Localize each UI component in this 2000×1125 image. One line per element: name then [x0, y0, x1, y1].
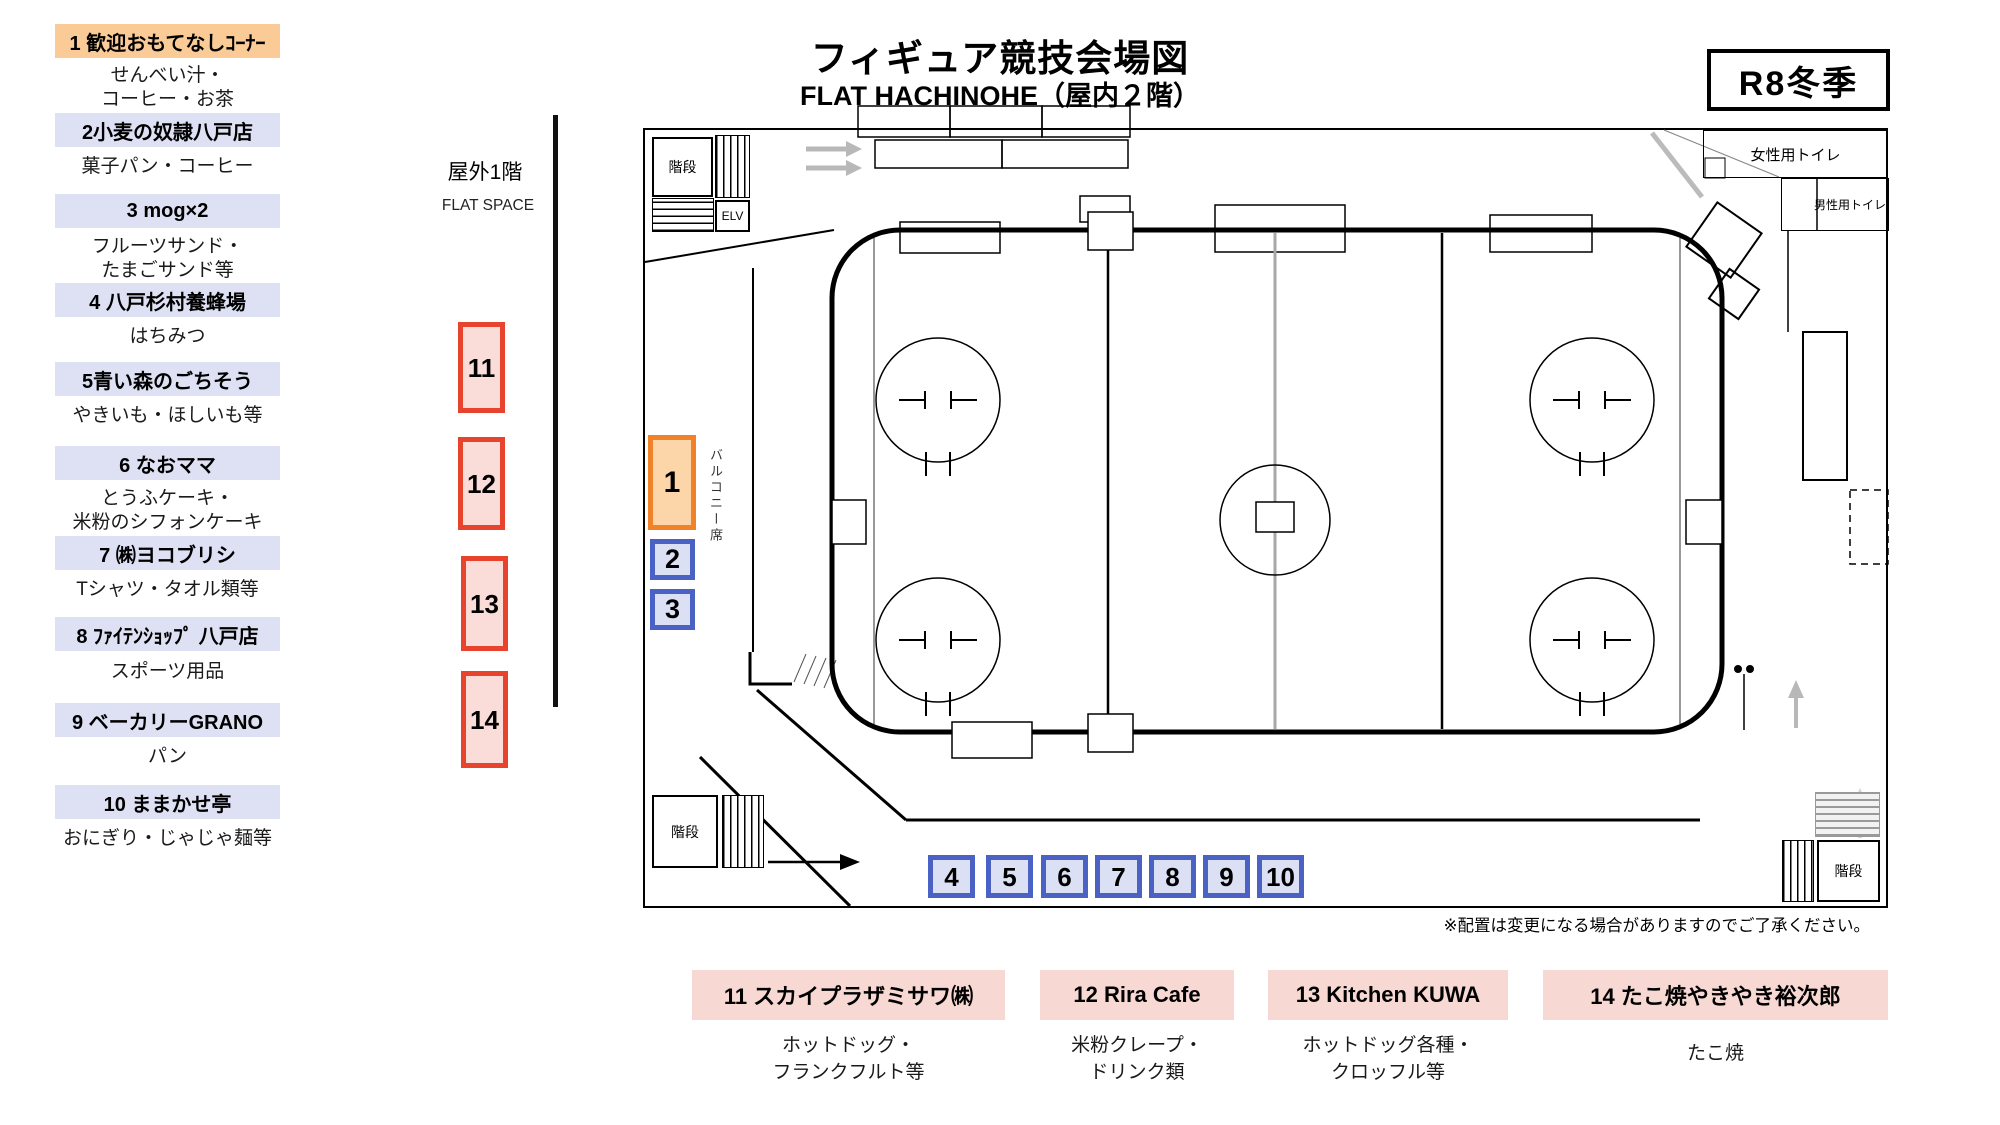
booth-6: 6	[1041, 855, 1088, 898]
booth-11: 11	[458, 322, 505, 413]
booth-1: 1	[648, 435, 696, 530]
booth-13: 13	[461, 556, 508, 651]
vendor-header: 10 ままかせ亭	[55, 785, 280, 819]
stairs-label-bottom-left: 階段	[652, 795, 718, 868]
bottom-vendor-desc: ホットドッグ・ フランクフルト等	[772, 1035, 925, 1083]
bottom-vendor-header: 11 スカイプラザミサワ㈱	[692, 970, 1005, 1020]
women-toilet-label: 女性用トイレ	[1703, 130, 1888, 178]
vendor-desc: やきいも・ほしいも等	[72, 405, 263, 426]
booth-5: 5	[986, 855, 1033, 898]
vendor-desc: おにぎり・じゃじゃ麺等	[62, 828, 272, 849]
page-subtitle: FLAT HACHINOHE（屋内２階）	[800, 81, 1200, 111]
divider-line	[553, 115, 558, 707]
vendor-header: 5青い森のごちそう	[55, 362, 280, 396]
stairs-label-bottom-right: 階段	[1817, 840, 1880, 902]
vendor-desc: パン	[148, 746, 187, 767]
vendor-header: 2小麦の奴隷八戸店	[55, 113, 280, 147]
vendor-desc: とうふケーキ・ 米粉のシフォンケーキ	[72, 488, 263, 533]
booth-14: 14	[461, 671, 508, 768]
elevator-label: ELV	[715, 200, 750, 232]
men-toilet-label: 男性用トイレ	[1781, 178, 1889, 231]
vendor-desc: はちみつ	[129, 326, 206, 347]
vendor-desc: スポーツ用品	[110, 661, 225, 682]
stairs-hatch-top-left	[715, 135, 750, 198]
page-title: フィギュア競技会場図	[810, 38, 1190, 79]
vendor-header: 4 八戸杉村養蜂場	[55, 283, 280, 317]
bottom-vendor-desc: たこ焼	[1686, 1043, 1744, 1064]
vendor-desc: Tシャツ・タオル類等	[76, 579, 259, 600]
booth-3: 3	[650, 589, 695, 630]
stairs-hatch-bottom-left	[722, 795, 764, 868]
stairs-hatch-bottom-right-upper	[1815, 792, 1880, 837]
balcony-seats-label: バルコニー席	[708, 448, 723, 544]
booth-12: 12	[458, 437, 505, 530]
vendor-header: 9 ベーカリーGRANO	[55, 703, 280, 737]
vendor-desc: フルーツサンド・ たまごサンド等	[91, 236, 244, 281]
booth-4: 4	[928, 855, 975, 898]
bottom-vendor-desc: ホットドッグ各種・ クロッフル等	[1302, 1035, 1474, 1083]
vendor-header: 8 ﾌｧｲﾃﾝｼｮｯﾌﾟ 八戸店	[55, 617, 280, 651]
bottom-vendor-header: 13 Kitchen KUWA	[1268, 970, 1508, 1020]
season-badge: R8冬季	[1707, 49, 1890, 111]
booth-9: 9	[1203, 855, 1250, 898]
vendor-header: 3 mog×2	[55, 194, 280, 228]
booth-2: 2	[650, 539, 695, 580]
vendor-desc: 菓子パン・コーヒー	[81, 156, 254, 177]
booth-8: 8	[1149, 855, 1196, 898]
stairs-hatch-top-left-2	[652, 198, 714, 232]
vendor-desc: せんべい汁・ コーヒー・お茶	[100, 65, 234, 110]
bottom-vendor-desc: 米粉クレープ・ ドリンク類	[1071, 1035, 1203, 1083]
outdoor-floor-label: 屋外1階	[447, 161, 523, 184]
vendor-header: 7 ㈱ヨコブリシ	[55, 536, 280, 570]
stairs-label-top-left: 階段	[652, 137, 713, 197]
bottom-vendor-header: 12 Rira Cafe	[1040, 970, 1234, 1020]
vendor-header: 1 歓迎おもてなしｺｰﾅｰ	[55, 24, 280, 58]
booth-7: 7	[1095, 855, 1142, 898]
booth-10: 10	[1257, 855, 1304, 898]
bottom-vendor-header: 14 たこ焼やきやき裕次郎	[1543, 970, 1888, 1020]
notice-text: ※配置は変更になる場合がありますのでご了承ください。	[1443, 917, 1870, 935]
flat-space-label: FLAT SPACE	[441, 197, 535, 214]
stairs-hatch-bottom-right	[1782, 840, 1814, 902]
vendor-header: 6 なおママ	[55, 446, 280, 480]
